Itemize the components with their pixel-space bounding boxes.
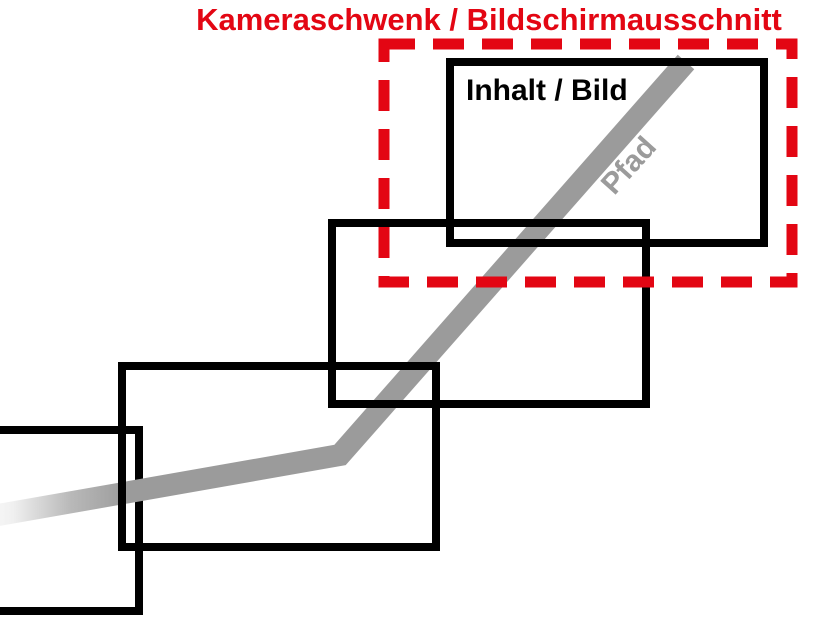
screen-viewport[interactable] (378, 38, 798, 288)
camera-path-line (0, 54, 695, 526)
content-frame-label: Inhalt / Bild (466, 74, 628, 107)
content-frame-3-rect (118, 362, 440, 551)
screen-viewport-rect[interactable] (378, 38, 798, 288)
content-frame-1 (446, 58, 768, 247)
camera-path (0, 54, 695, 526)
content-frame-2 (328, 219, 650, 408)
content-frame-1-rect (446, 58, 768, 247)
diagram-title: Kameraschwenk / Bildschirmausschnitt (196, 2, 782, 37)
content-frame-4 (0, 426, 143, 615)
content-frame-3 (118, 362, 440, 551)
content-frame-4-rect (0, 426, 143, 615)
content-frame-2-rect (328, 219, 650, 408)
